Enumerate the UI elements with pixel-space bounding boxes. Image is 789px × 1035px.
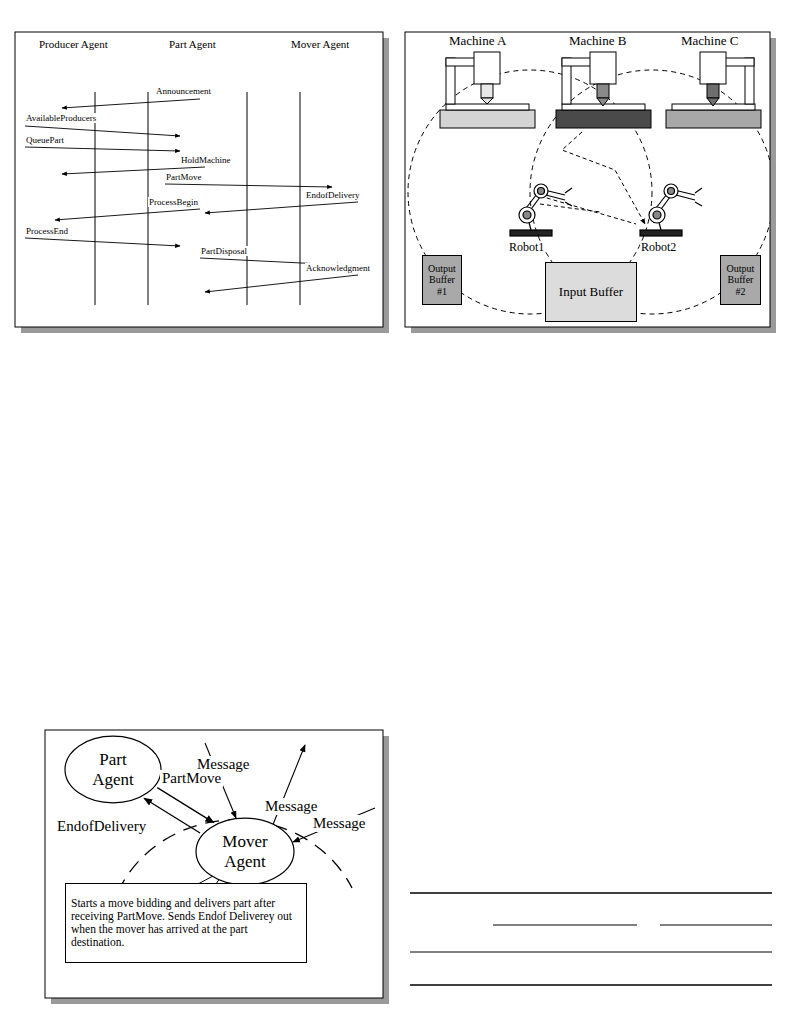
node-text: Output Buffer #2 (721, 263, 760, 297)
callout-box: Starts a move bidding and delivers part … (65, 883, 307, 963)
agent-heading: Part Agent (168, 38, 217, 51)
message-connector (157, 788, 213, 823)
message-name: ProcessEnd (25, 226, 69, 236)
robot-2 (640, 184, 702, 236)
connector-label: PartMove (160, 770, 223, 787)
agent-ellipse: Mover Agent (195, 817, 295, 886)
agent-name: Part Agent (79, 750, 147, 788)
message-name: AvailableProducers (25, 113, 97, 123)
connector-label: EndofDelivery (55, 818, 148, 835)
agent-heading: Mover Agent (290, 38, 350, 51)
lifelines (95, 92, 300, 305)
machine-b (556, 52, 651, 128)
robot-1 (510, 184, 572, 236)
figure-frame (405, 32, 770, 327)
input-buffer: Input Buffer (545, 262, 637, 322)
node-text: Starts a move bidding and delivers part … (66, 897, 306, 949)
message-name: QueuePart (25, 135, 65, 145)
ellipse-shape (196, 818, 294, 885)
output-buffer: Output Buffer #1 (422, 255, 462, 305)
robot-label: Robot2 (640, 241, 677, 255)
robot-label: Robot1 (508, 241, 545, 255)
message-label: Message (264, 798, 319, 815)
ellipse-shape (65, 736, 161, 803)
agent-ellipse: Part Agent (64, 735, 162, 804)
message-name: EndofDelivery (305, 190, 360, 200)
output-buffer: Output Buffer #2 (720, 255, 761, 305)
message-name: Announcement (155, 86, 212, 96)
message-name: PartDisposal (200, 246, 248, 256)
machine-a (440, 52, 535, 128)
machine-label: Machine C (680, 34, 739, 49)
machine-c (666, 52, 761, 128)
node-text: Input Buffer (546, 285, 636, 300)
message-label: Message (312, 815, 367, 832)
machine-label: Machine A (448, 34, 507, 49)
figure-frame (45, 730, 383, 998)
message-name: Acknowledgment (305, 263, 371, 273)
node-text: Output Buffer #1 (423, 263, 461, 297)
part-paths (540, 132, 645, 224)
message-name: PartMove (165, 172, 203, 182)
figure-frame (15, 32, 383, 327)
agent-name: Mover Agent (211, 832, 280, 870)
agent-heading: Producer Agent (38, 38, 109, 51)
message-name: ProcessBegin (148, 197, 199, 207)
table-rules (410, 893, 772, 985)
message-connector (144, 798, 200, 833)
message-name: HoldMachine (180, 155, 232, 165)
machine-label: Machine B (568, 34, 627, 49)
